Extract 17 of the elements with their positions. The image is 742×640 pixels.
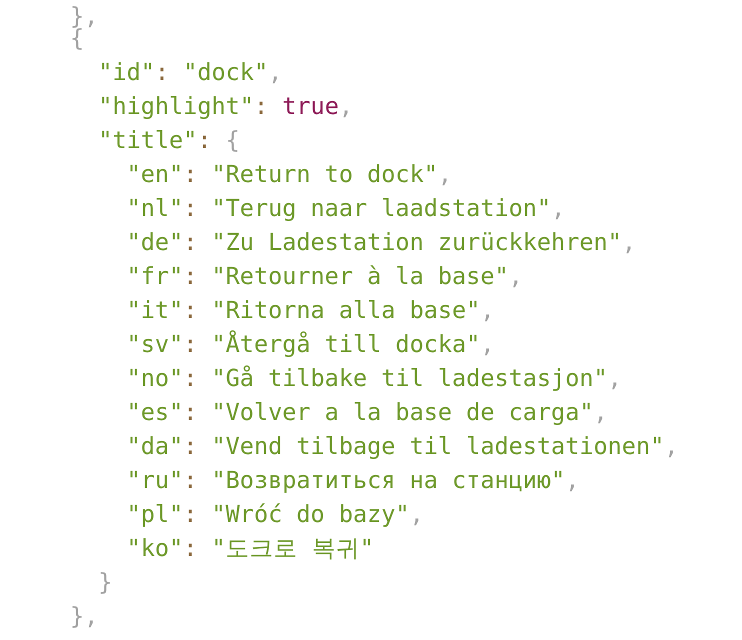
code-line: "nl": "Terug naar laadstation",: [126, 193, 566, 223]
code-line: "title": {: [98, 125, 240, 155]
code-line: "en": "Return to dock",: [126, 159, 452, 189]
code-line: "es": "Volver a la base de carga",: [126, 397, 608, 427]
code-line: "no": "Gå tilbake til ladestasjon",: [126, 363, 622, 393]
code-line: "de": "Zu Ladestation zurückkehren",: [126, 227, 636, 257]
code-line: "pl": "Wróć do bazy",: [126, 499, 424, 529]
code-line: "sv": "Återgå till docka",: [126, 329, 494, 359]
code-line: "it": "Ritorna alla base",: [126, 295, 494, 325]
code-line: "ko": "도크로 복귀": [126, 533, 374, 563]
code-line: },: [70, 601, 98, 631]
code-line: }: [98, 567, 112, 597]
code-line: "id": "dock",: [98, 57, 282, 87]
code-line: "fr": "Retourner à la base",: [126, 261, 523, 291]
code-line: "da": "Vend tilbage til ladestationen",: [126, 431, 678, 461]
code-line: "highlight": true,: [98, 91, 353, 121]
code-line: "ru": "Возвратиться на станцию",: [126, 465, 580, 495]
